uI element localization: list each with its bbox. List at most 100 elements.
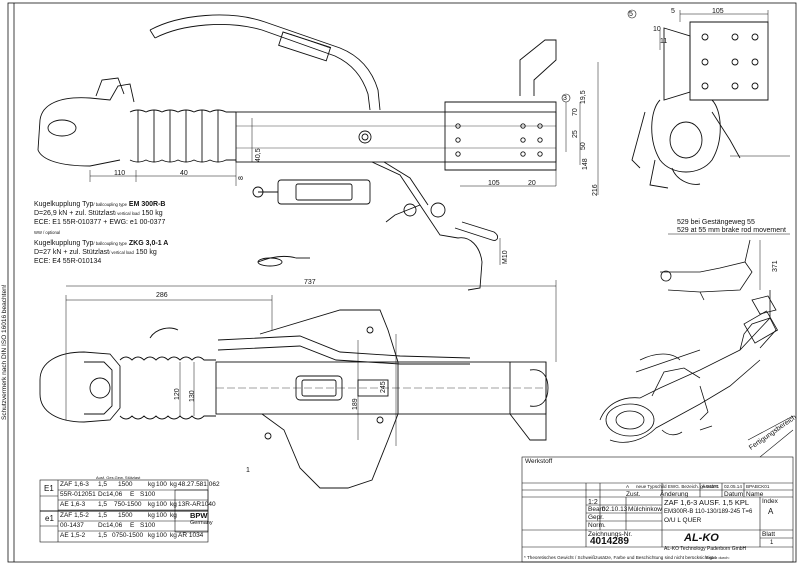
tb-index: A xyxy=(768,507,774,516)
callout-5: 5 xyxy=(629,11,633,18)
approval-r4c2: E xyxy=(130,522,135,529)
dim-120: 120 xyxy=(174,388,181,400)
tb-title-3: O/U L QUER xyxy=(664,517,702,524)
tb-name: Mülchinkow xyxy=(628,506,662,513)
approval-r2c5: kg xyxy=(170,501,177,508)
approval-r5c2: 0750-1500 xyxy=(112,532,144,539)
callout-1: 1 xyxy=(246,467,250,474)
approval-r2c4: 100 xyxy=(156,501,167,508)
dim-8: 8 xyxy=(238,176,245,180)
small-side-view xyxy=(660,233,790,301)
tb-date: 02.10.13 xyxy=(602,506,628,513)
alko-logo: AL-KO xyxy=(684,532,719,544)
approval-r3c3: kg xyxy=(148,512,155,519)
dim-130: 130 xyxy=(189,390,196,402)
spec1-line2: D=26,9 kN + zul. Stützlast/ vertical loa… xyxy=(34,210,163,217)
dim-50: 50 xyxy=(580,142,587,150)
side-view-dimensions xyxy=(89,62,599,265)
approval-r4c1: Dc14,06 xyxy=(98,522,123,529)
dim-25: 25 xyxy=(572,130,579,138)
tb-hdr-aenderung: Änderung xyxy=(660,491,689,498)
dim-371: 371 xyxy=(772,260,779,272)
dim-19-5: 19,5 xyxy=(580,90,587,104)
dim-105-top: 105 xyxy=(712,8,724,15)
approval-r0c5: kg xyxy=(170,481,177,488)
tb-blatt: 1 xyxy=(770,540,774,546)
approval-r5c3: kg xyxy=(148,532,155,539)
approval-table-2-lines xyxy=(174,489,209,533)
tb-ersatz: Ersatz durch: xyxy=(706,555,730,560)
approval-r2c1: 1,5 xyxy=(98,501,108,508)
spec1-line1: Kugelkupplung Typ/ ballcoupling type EM … xyxy=(34,201,166,208)
tb-change-desc: neue Typschild EWG. Bezeich. geändert xyxy=(636,484,719,489)
dim-216: 216 xyxy=(592,184,599,196)
approval-r2c2: 750-1500 xyxy=(114,501,142,508)
tb-bearb: Bearb. xyxy=(588,506,608,513)
tb-change-index: A xyxy=(626,484,630,489)
approval-r5c1: 1,5 xyxy=(98,532,108,539)
callout-balloons xyxy=(561,9,637,103)
approval-r0c2: 1500 xyxy=(118,481,133,488)
approval-r5c5: kg xyxy=(170,532,177,539)
approval-mini-header: Ausf. Ges.Gew. Stützlast xyxy=(96,475,141,480)
tb-company: AL-KO Technology Paderborn GmbH xyxy=(664,546,747,552)
approval-r4c3: S100 xyxy=(140,522,156,529)
approval-r1c2: E xyxy=(130,491,135,498)
approval-r1c0: 55R-012051 xyxy=(60,491,96,498)
approval-r0c6: 48.27.581.062 xyxy=(178,481,220,488)
spec1-line3: ECE: E1 55R-010377 + EWG: e1 00-0377 xyxy=(34,219,166,226)
tb-change-no: Ä 04071 xyxy=(702,484,720,489)
approval-r1c3: S100 xyxy=(140,491,156,498)
approval-r3c2: 1500 xyxy=(118,512,133,519)
dim-110: 110 xyxy=(114,170,126,177)
tb-change-date: 02.05.14 xyxy=(724,484,742,489)
bpw-brand: BPW xyxy=(190,511,208,520)
dim-245: 245 xyxy=(380,381,387,393)
approval-r3c0: ZAF 1,5-2 xyxy=(60,512,89,519)
dim-70: 70 xyxy=(572,108,579,116)
dim-737: 737 xyxy=(304,279,316,286)
optional-label: WW / optional xyxy=(34,230,61,235)
tb-zeichn-label: Zeichnungs-Nr. xyxy=(588,531,633,538)
top-view-dimensions xyxy=(65,280,557,446)
dim-529-de: 529 bei Gestängeweg 55 xyxy=(677,219,755,226)
approval-r2c6: 13R-AR1040 xyxy=(178,501,216,508)
tb-footer-note: * Theoretisches Gewicht / Schweißzusätze… xyxy=(524,555,716,560)
dim-529-en: 529 at 55 mm brake rod movement xyxy=(677,227,786,234)
title-block-lines xyxy=(521,456,794,563)
approval-r5c0: AE 1,5-2 xyxy=(60,532,86,539)
tb-norm: Norm. xyxy=(588,522,606,529)
tb-hdr-zust: Zust. xyxy=(626,491,641,498)
spec2-line2: D=27 kN + zul. Stützlast/ vertical load … xyxy=(34,249,157,256)
approval-r0c3: kg xyxy=(148,481,155,488)
end-view-dimensions xyxy=(659,10,769,50)
approval-r2c0: AE 1,6-3 xyxy=(60,501,86,508)
tb-hdr-name: Name xyxy=(746,491,764,498)
sheet-border xyxy=(7,2,797,563)
approval-r3c4: 100 xyxy=(156,512,167,519)
tb-werkstoff: Werkstoff xyxy=(525,458,553,465)
approval-r2c3: kg xyxy=(148,501,155,508)
spec2-line3: ECE: E4 55R-010134 xyxy=(34,258,102,265)
tb-title-1: ZAF 1,6-3 AUSF. 1,5 KPL xyxy=(664,498,750,507)
dim-10: 10 xyxy=(653,26,661,33)
tb-title-2: EM300R-B 110-130/189-245 T=6 xyxy=(664,509,753,515)
side-view-coupling xyxy=(37,14,557,291)
tb-change-name: BPABCK01 xyxy=(746,484,770,489)
dim-5: 5 xyxy=(671,8,675,15)
dim-286: 286 xyxy=(156,292,168,299)
dim-11: 11 xyxy=(660,38,668,45)
dim-105-mid: 105 xyxy=(488,180,500,187)
dim-189: 189 xyxy=(352,398,359,410)
callout-3: 3 xyxy=(563,95,567,102)
dim-40: 40 xyxy=(180,170,188,177)
approval-e1-mark: E1 xyxy=(44,484,54,493)
approval-r5c4: 100 xyxy=(156,532,167,539)
dim-148: 148 xyxy=(582,158,589,170)
corner-marker xyxy=(747,415,794,458)
approval-e1b-mark: e1 xyxy=(45,514,54,523)
approval-r1c1: Dc14,06 xyxy=(98,491,123,498)
thread-m10: M10 xyxy=(502,250,509,264)
